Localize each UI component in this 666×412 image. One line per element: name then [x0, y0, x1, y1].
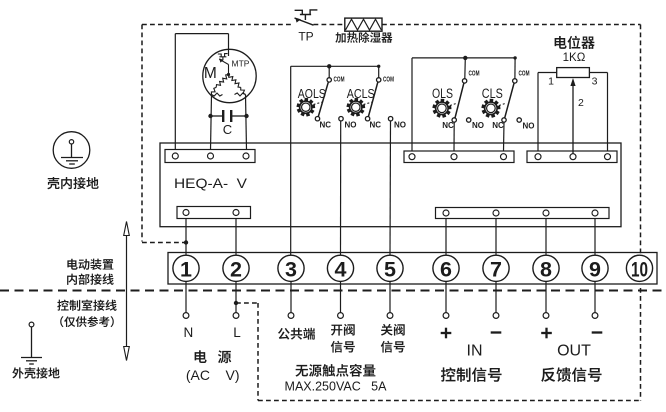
svg-text:M: M — [204, 65, 217, 82]
svg-text:C: C — [223, 122, 232, 137]
svg-text:(AC V): (AC V) — [186, 367, 240, 383]
svg-text:IN: IN — [467, 342, 483, 359]
svg-text:3: 3 — [592, 76, 598, 88]
svg-text:10: 10 — [631, 257, 648, 281]
svg-text:2: 2 — [578, 97, 584, 109]
svg-text:NC: NC — [320, 121, 332, 130]
svg-text:MAX.250VAC 5A: MAX.250VAC 5A — [285, 380, 388, 394]
svg-text:3: 3 — [285, 257, 297, 281]
svg-text:1KΩ: 1KΩ — [563, 52, 586, 64]
svg-text:N: N — [184, 325, 194, 340]
svg-text:NO: NO — [394, 121, 406, 130]
svg-text:2: 2 — [230, 257, 242, 281]
svg-text:5: 5 — [384, 257, 396, 281]
svg-text:4: 4 — [335, 257, 347, 281]
svg-text:6: 6 — [440, 257, 452, 281]
svg-text:7: 7 — [490, 257, 502, 281]
svg-text:8: 8 — [540, 257, 552, 281]
svg-text:NC: NC — [442, 121, 454, 130]
svg-text:1: 1 — [548, 76, 554, 88]
svg-text:TP: TP — [298, 29, 313, 43]
svg-text:NO: NO — [523, 122, 535, 131]
svg-text:9: 9 — [589, 257, 601, 281]
svg-text:AOLS: AOLS — [298, 87, 326, 101]
svg-text:COM: COM — [519, 69, 530, 78]
svg-text:COM: COM — [383, 75, 394, 84]
svg-text:ACLS: ACLS — [347, 87, 375, 101]
svg-text:OUT: OUT — [557, 342, 591, 359]
svg-text:COM: COM — [334, 75, 345, 84]
svg-text:HEQ-A- V: HEQ-A- V — [174, 175, 248, 191]
svg-text:OLS: OLS — [432, 86, 453, 101]
svg-text:MTP: MTP — [232, 59, 250, 69]
svg-text:NO: NO — [345, 121, 357, 130]
svg-text:NO: NO — [472, 121, 484, 130]
svg-text:NC: NC — [370, 121, 382, 130]
svg-text:NC: NC — [492, 121, 504, 130]
svg-text:L: L — [233, 325, 241, 340]
svg-text:CLS: CLS — [482, 86, 503, 101]
svg-text:1: 1 — [180, 257, 192, 281]
svg-text:COM: COM — [469, 69, 480, 78]
